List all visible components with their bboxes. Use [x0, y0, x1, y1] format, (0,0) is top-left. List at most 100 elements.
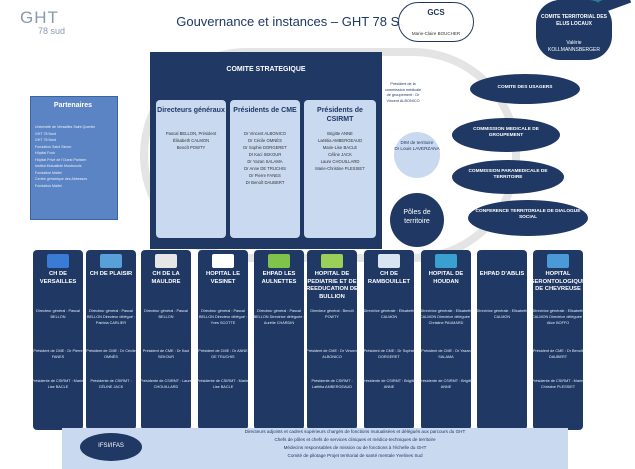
member: Brigitte ANNE	[327, 131, 353, 136]
partner-item: Fondation Mallet	[35, 170, 62, 175]
establishment-card	[307, 250, 357, 430]
member: Laëtitia AMBERGEAUD	[317, 138, 363, 143]
establishment-cme-president: Président de CME : Dr Kaci SEKOUR	[142, 349, 190, 359]
oval-comite-usagers-label: COMITE DES USAGERS	[497, 85, 553, 90]
establishment-director: Directrice générale : Elisabeth CALMON D…	[419, 309, 473, 325]
oval-ctds	[468, 200, 588, 236]
bottom-box	[62, 428, 568, 469]
member: Dr Sophie DORGERET	[243, 145, 287, 150]
member: Dr Kaci SEKOUR	[248, 152, 282, 157]
establishment-card	[254, 250, 304, 430]
member: Dr Vincent ALBONICO	[243, 131, 287, 136]
member: Benoît POWTY	[176, 145, 206, 150]
establishment-cme-president: Président de CME : Dr Benoît DAUBERT	[532, 349, 583, 359]
establishment-name: HOPITAL GERONTOLOGIQUE DE CHEVREUSE	[530, 271, 586, 292]
ght-logo-sub: 78 sud	[38, 26, 66, 36]
column-presidents-cme-members: Dr Vincent ALBONICO Dr Cécile OMNÈS Dr S…	[230, 130, 300, 186]
establishment-card	[477, 250, 527, 430]
oval-cmg	[452, 118, 560, 152]
establishment-name: HOPITAL DE HOUDAN	[428, 271, 464, 285]
establishment-csirmt-president: Présidente de CSIRMT : Marie-Christine P…	[531, 379, 585, 389]
member: Pascal BELLON, Président	[165, 131, 217, 136]
column-directeurs-title: Directeurs généraux	[157, 107, 225, 114]
ifsi-label: IFSI/IFAS	[98, 443, 124, 449]
column-presidents-csirmt-members: Brigitte ANNE Laëtitia AMBERGEAUD Marie-…	[304, 130, 376, 172]
establishment-card	[198, 250, 248, 430]
establishment-logo	[547, 254, 569, 268]
column-presidents-cme-title: Présidents de CME	[233, 107, 297, 114]
ght-logo: GHT	[20, 8, 59, 27]
dim-circle	[394, 132, 440, 178]
partner-item: Université de Versailles Saint Quentin	[35, 125, 96, 129]
dim-text: DIM de territoire Dr Louis LAVERZANA	[394, 140, 440, 152]
establishment-csirmt-president: Présidente de CSIRMT : Laëtitia AMBERGEA…	[311, 379, 353, 389]
poles-title: Pôles de territoire	[403, 209, 431, 225]
establishment-csirmt-president: Présidente de CSIRMT : Marie-Lise BACLE	[196, 379, 250, 389]
comite-territorial-box	[536, 0, 612, 60]
establishment-director: Directeur général : Benoît POWTY	[310, 309, 354, 319]
establishment-cme-president: Président de CME : Dr ANNE DE TRUCHIS	[198, 349, 248, 359]
establishment-logo	[435, 254, 457, 268]
comite-territorial-title: COMITE TERRITORIAL DES ELUS LOCAUX	[541, 14, 607, 27]
bottom-line: Directeurs adjoints et cadres supérieurs…	[244, 429, 466, 434]
establishment-card	[533, 250, 583, 430]
oval-cpt	[452, 160, 564, 194]
establishment-logo	[100, 254, 122, 268]
partner-item: Fondation Mallet	[35, 183, 62, 188]
column-presidents-csirmt	[304, 100, 376, 238]
establishment-name: CH DE PLAISIR	[89, 271, 133, 277]
establishment-cme-president: Président de CME : Dr Yazan SALAMA	[421, 349, 471, 359]
establishment-name: HOPITAL DE PEDIATRIE ET DE REEDUCATION D…	[306, 271, 358, 300]
column-presidents-csirmt-title: Présidents de CSIRMT	[317, 107, 363, 123]
establishment-director: Directeur général : Pascal BELLON Direct…	[253, 309, 305, 325]
partner-item: Hôpital Privé de l'Ouest Parisien	[35, 157, 87, 162]
establishment-director: Directeur général : Pascal BELLON	[36, 309, 80, 319]
partner-item: Hôpital Foch	[35, 151, 56, 155]
establishment-csirmt-president: Présidente de CSIRMT : Marie-Lise BACLE	[31, 379, 85, 389]
poles-circle	[390, 193, 444, 247]
member: Marie-Christine PLESSIET	[315, 166, 365, 171]
establishment-cme-president: Président de CME : Dr Sophie DORGERET	[363, 349, 415, 359]
partner-item: Institut Mutualiste Montsouris	[35, 164, 82, 168]
establishment-cme-president: Président de CME : Dr Vincent ALBONICO	[306, 349, 358, 359]
oval-ctds-label: CONFERENCE TERRITORIALE DE DIALOGUE SOCI…	[475, 209, 581, 220]
establishment-csirmt-president: Présidente de CSIRMT : Brigitte ANNE	[419, 379, 473, 389]
establishment-name: CH DE VERSAILLES	[39, 271, 77, 285]
column-presidents-cme	[230, 100, 300, 238]
partner-item: GHT 78 Nord	[35, 138, 57, 142]
column-directeurs	[156, 100, 226, 238]
gcs-name: Marie-Claire BOUCHER	[411, 31, 461, 36]
establishment-director: Directeur général : Pascal BELLON Direct…	[86, 309, 136, 325]
bottom-line: Chefs de pôles et chefs de services clin…	[274, 437, 436, 442]
establishment-name: CH DE LA MAULDRE	[151, 271, 181, 285]
establishment-csirmt-president: Présidente de CSIRMT : CÉLINE JACK	[90, 379, 132, 389]
member: Dr Yazan SALAMA	[247, 159, 283, 164]
establishment-cme-president: Président de CME : Dr Cécile OMNÈS	[86, 349, 136, 359]
gcs-oval	[398, 2, 474, 42]
dim-title: DIM de territoire	[400, 140, 434, 145]
establishment-director: Directrice générale : Elisabeth CALMON D…	[531, 309, 585, 325]
bottom-line: Médecins responsables de mission ou de f…	[283, 445, 427, 450]
establishment-logo	[378, 254, 400, 268]
establishment-card	[421, 250, 471, 430]
establishment-card	[86, 250, 136, 430]
comite-strategique-title: COMITE STRATEGIQUE	[226, 66, 306, 73]
partners-title: Partenaires	[53, 102, 93, 109]
partner-item: Centre gériatrique des Abbesses	[35, 177, 88, 181]
partners-list: Université de Versailles Saint Quentin G…	[35, 124, 115, 189]
member: Laure CHOUILLARD	[320, 159, 360, 164]
establishment-logo	[321, 254, 343, 268]
partner-item: Fondation Saint Simon	[35, 144, 72, 149]
establishment-name: CH DE RAMBOUILLET	[367, 271, 411, 285]
establishment-card	[33, 250, 83, 430]
ifsi-oval	[80, 433, 142, 461]
establishment-logo	[268, 254, 290, 268]
establishment-logo	[47, 254, 69, 268]
comite-territorial-name: Valérie KOLLMANNSBERGER	[548, 40, 600, 53]
establishment-director: Directrice générale : Elisabeth CALMON	[476, 309, 528, 319]
member: Élisabeth CALMON	[172, 138, 210, 143]
gcs-title: GCS	[427, 8, 445, 17]
member: Dr Benoît DAUBERT	[245, 180, 285, 185]
establishment-cme-president: Président de CME : Dr Pierre FANES	[33, 349, 83, 359]
oval-cpt-label: COMMISSION PARAMEDICALE DE TERRITOIRE	[468, 169, 548, 180]
